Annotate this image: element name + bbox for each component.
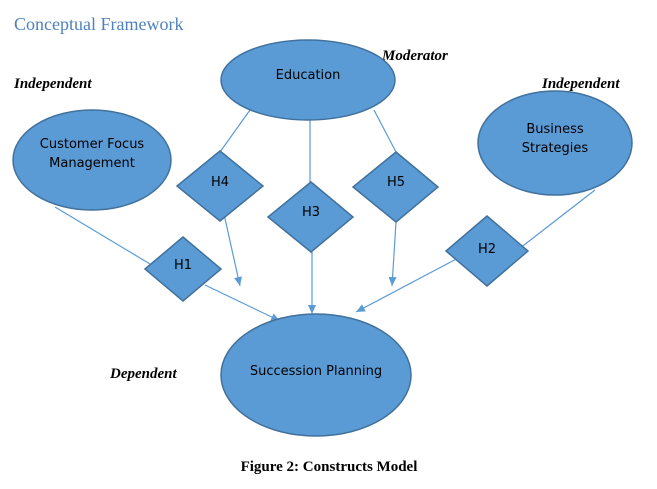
edge-h1-succession <box>204 284 281 322</box>
business-strategies-label-line2: Strategies <box>522 141 589 156</box>
edge-business-h2 <box>514 189 596 253</box>
diagram-heading: Conceptual Framework <box>14 14 183 34</box>
edge-customerfocus-h1 <box>54 206 161 271</box>
education-node: Education <box>220 39 396 121</box>
h1-label: H1 <box>174 258 192 273</box>
figure-caption: Figure 2: Constructs Model <box>241 459 418 475</box>
customer-focus-node: Customer Focus Management <box>12 109 172 211</box>
moderator-label: Moderator <box>381 48 448 64</box>
hypothesis-h3: H3 <box>266 181 355 253</box>
hypothesis-h1: H1 <box>143 236 223 302</box>
customer-focus-label-line2: Management <box>49 156 135 171</box>
edge-h4-succession <box>223 213 242 287</box>
succession-planning-node: Succession Planning <box>220 313 412 437</box>
edge-education-h4 <box>219 109 251 153</box>
independent-left-label: Independent <box>13 76 92 92</box>
dependent-label: Dependent <box>109 366 177 382</box>
independent-right-label: Independent <box>541 76 620 92</box>
h5-label: H5 <box>387 175 405 190</box>
h3-label: H3 <box>302 205 320 220</box>
business-strategies-label-line1: Business <box>526 122 584 137</box>
h4-label: H4 <box>211 175 229 190</box>
hypothesis-h4: H4 <box>175 150 265 222</box>
h2-label: H2 <box>478 242 496 257</box>
succession-planning-label: Succession Planning <box>250 364 382 379</box>
edge-h2-succession <box>355 255 463 313</box>
edge-h5-succession <box>388 221 397 287</box>
business-strategies-node: Business Strategies <box>477 90 633 196</box>
education-label: Education <box>276 68 341 83</box>
customer-focus-label-line1: Customer Focus <box>40 137 145 152</box>
hypothesis-h2: H2 <box>444 215 530 287</box>
edge-education-h5 <box>373 109 397 153</box>
hypothesis-h5: H5 <box>351 151 440 223</box>
